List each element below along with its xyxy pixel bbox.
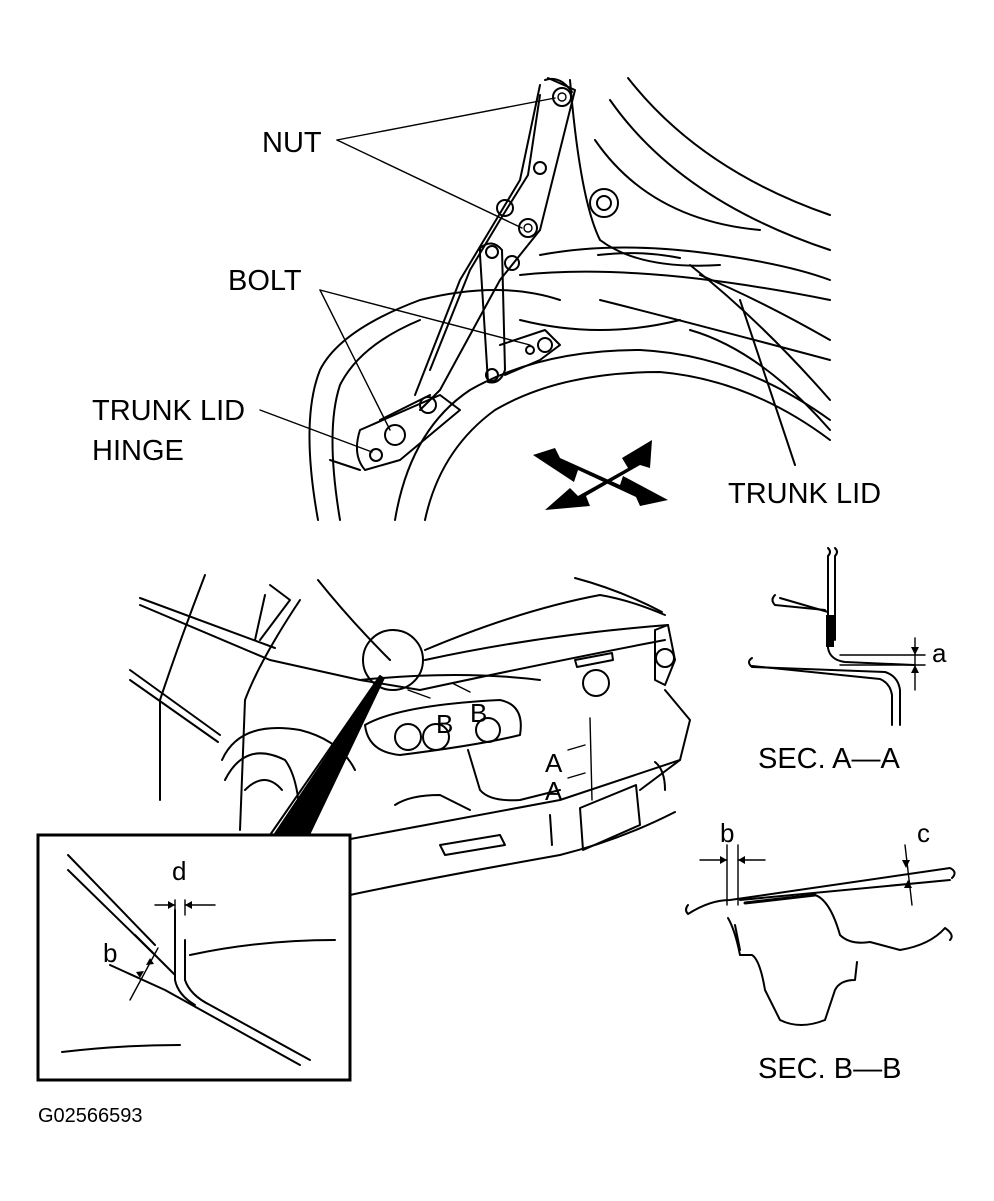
gap-a-label: a <box>932 638 947 668</box>
trunk-lid-hinge-label-line2: HINGE <box>92 435 184 467</box>
sec-b-b-caption: SEC. B—B <box>758 1053 901 1085</box>
bolt-label: BOLT <box>228 265 302 297</box>
section-b-b-view <box>685 844 956 1026</box>
section-a-marker-bottom: A <box>545 776 563 806</box>
gap-d-label: d <box>172 856 186 886</box>
adjustment-direction-arrows <box>533 440 668 510</box>
gap-detail-inset <box>36 833 352 1082</box>
gap-c-label: c <box>917 818 930 848</box>
section-a-a-view <box>748 547 926 726</box>
nut-label: NUT <box>262 127 322 159</box>
car-rear-view <box>129 574 691 896</box>
figure-code: G02566593 <box>38 1105 143 1127</box>
hinge-detail-view <box>259 77 831 521</box>
section-b-marker-left: B <box>436 709 453 739</box>
trunk-lid-hinge-label-line1: TRUNK LID <box>92 395 245 427</box>
gap-b-label: b <box>720 818 734 848</box>
section-b-marker-right: B <box>470 698 487 728</box>
gap-b-inset-label: b <box>103 938 117 968</box>
section-a-marker-top: A <box>545 748 563 778</box>
trunk-lid-label: TRUNK LID <box>728 478 881 510</box>
sec-a-a-caption: SEC. A—A <box>758 743 900 775</box>
